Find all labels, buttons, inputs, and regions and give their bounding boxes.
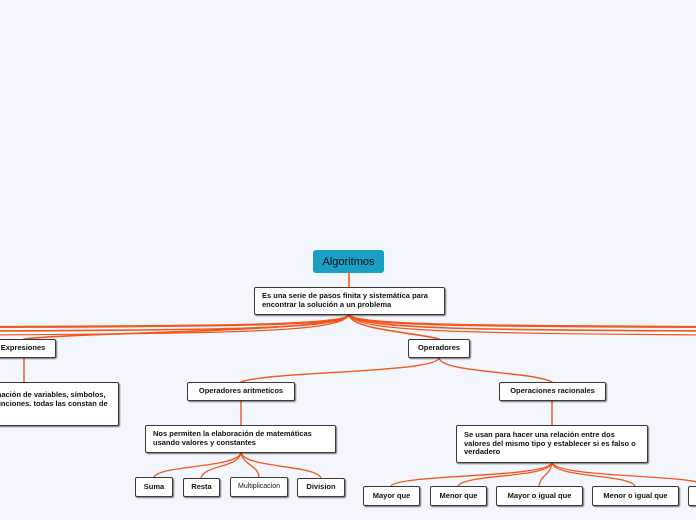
link-right-bundle-1 <box>347 313 696 329</box>
link-left-bundle-3 <box>0 314 350 336</box>
operadores-node[interactable]: Operadores <box>408 339 470 358</box>
link-rac-menor <box>457 462 553 487</box>
aritmeticos-label: Operadores aritmeticos <box>198 386 284 396</box>
racionales-description-node[interactable]: Se usan para hacer una relación entre do… <box>456 425 648 463</box>
mayor-que-label: Mayor que <box>372 490 411 500</box>
aritmeticos-description: Nos permiten la elaboración de matemátic… <box>153 429 312 447</box>
menor-que-label: Menor que <box>439 490 478 500</box>
expresiones-label: Expresiones <box>0 343 46 353</box>
link-operadores-racionales <box>438 357 553 383</box>
resta-node[interactable]: Resta <box>183 478 220 497</box>
definition-text: Es una serie de pasos finita y sistemáti… <box>262 291 428 309</box>
link-right-bundle-2 <box>348 314 696 332</box>
offscreen-node-edge[interactable] <box>688 486 696 506</box>
menor-o-igual-que-label: Menor o igual que <box>603 490 668 500</box>
link-definition-operadores <box>348 314 440 340</box>
aritmeticos-node[interactable]: Operadores aritmeticos <box>187 382 295 401</box>
menor-que-node[interactable]: Menor que <box>430 486 487 506</box>
link-arit-resta <box>200 452 242 479</box>
mayor-que-node[interactable]: Mayor que <box>363 486 420 506</box>
division-label: Division <box>306 482 336 492</box>
link-arit-division <box>240 452 322 479</box>
link-rac-mayor-igual <box>538 462 553 487</box>
racionales-node[interactable]: Operaciones racionales <box>499 382 606 401</box>
link-rac-menor-igual <box>551 462 636 487</box>
division-node[interactable]: Division <box>297 478 345 497</box>
link-operadores-aritmeticos <box>240 357 440 383</box>
link-rac-mayor <box>390 462 553 487</box>
operadores-label: Operadores <box>417 343 461 353</box>
definition-node[interactable]: Es una serie de pasos finita y sistemáti… <box>254 287 445 315</box>
root-node[interactable]: Algoritmos <box>313 250 384 273</box>
aritmeticos-description-node[interactable]: Nos permiten la elaboración de matemátic… <box>145 425 336 453</box>
racionales-label: Operaciones racionales <box>510 386 595 396</box>
racionales-description: Se usan para hacer una relación entre do… <box>464 430 636 457</box>
multiplicacion-label: Multiplicacion <box>237 482 281 490</box>
mayor-o-igual-que-label: Mayor o igual que <box>507 490 572 500</box>
link-right-bundle-3 <box>348 314 696 336</box>
link-rac-offscreen <box>551 462 696 483</box>
multiplicacion-node[interactable]: Multiplicacion <box>230 477 288 497</box>
menor-o-igual-que-node[interactable]: Menor o igual que <box>592 486 679 506</box>
suma-label: Suma <box>143 481 165 491</box>
link-definition-expresiones <box>23 314 350 340</box>
mayor-o-igual-que-node[interactable]: Mayor o igual que <box>496 486 583 506</box>
expresiones-description: Es una combinación de variables, símbolo… <box>0 390 108 408</box>
link-arit-suma <box>153 452 242 478</box>
expresiones-node[interactable]: Expresiones <box>0 339 56 358</box>
resta-label: Resta <box>191 482 212 492</box>
suma-node[interactable]: Suma <box>135 477 173 497</box>
root-label: Algoritmos <box>322 255 375 268</box>
expresiones-description-node[interactable]: Es una combinación de variables, símbolo… <box>0 382 119 426</box>
